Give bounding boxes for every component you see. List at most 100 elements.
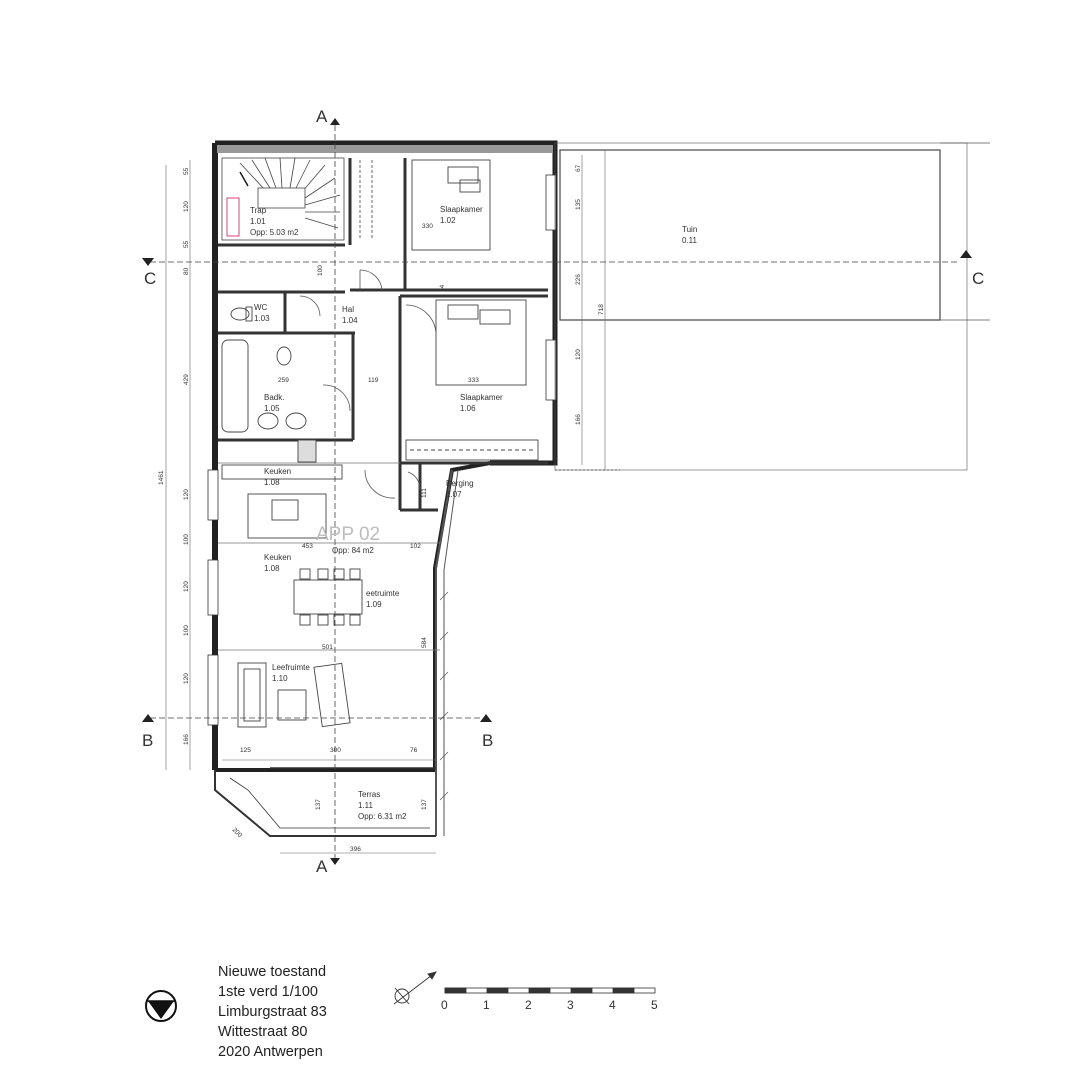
dim-misc: 501 [322,644,333,651]
scale-tick: 2 [525,998,532,1012]
unit-name: APP 02 [316,524,380,545]
room-id: 1.10 [272,674,288,683]
unit-area: Opp: 84 m2 [332,546,374,555]
section-b-left: B [142,731,153,750]
dim-left: 166 [183,734,190,745]
dim-bottom: 76 [410,747,418,754]
dim-left: 120 [183,673,190,684]
room-id: 1.07 [446,490,462,499]
dim-bottom: 125 [240,747,251,754]
room-name: Keuken [264,553,291,562]
section-c-right: C [972,269,984,288]
scale-tick: 3 [567,998,574,1012]
dim-tuin: 226 [575,274,582,285]
dim-left: 80 [183,267,190,275]
room-name: Trap [250,206,267,215]
dim-misc: 100 [317,265,324,276]
room-id: 1.09 [366,600,382,609]
section-lines [150,125,960,860]
dim-total-left: 1461 [158,470,165,485]
wc-fixture [230,306,253,322]
room-name: Berging [446,479,474,488]
dim-bottom: 300 [330,747,341,754]
interior-walls [218,158,548,512]
room-id: 1.08 [264,564,280,573]
room-name: Terras [358,790,380,799]
dining-table [293,568,363,626]
section-c-left: C [144,269,156,288]
dim-misc: 259 [278,377,289,384]
room-area: Opp: 5.03 m2 [250,228,299,237]
bathroom-fixtures [221,339,317,463]
dim-left: 100 [183,534,190,545]
dim-tuin: 135 [575,199,582,210]
dim-misc: 584 [421,637,428,648]
room-id: 1.11 [358,801,374,810]
dim-left: 100 [183,625,190,636]
legend-status: Nieuwe toestand [218,964,327,980]
room-id: 1.01 [250,217,266,226]
room-id: 1.04 [342,316,358,325]
windows [207,174,557,726]
scale-bar [444,987,656,994]
section-arrows [142,118,972,865]
dim-left: 120 [183,201,190,212]
dim-terrace: 396 [350,846,361,853]
legend-address-2: Wittestraat 80 [218,1024,308,1040]
dim-tuin: 67 [575,164,582,172]
dim-misc: 111 [421,488,428,498]
room-dim: 330 [422,223,433,230]
room-labels: Trap 1.01 Opp: 5.03 m2 Slaapkamer 1.02 3… [250,205,698,821]
scale-tick: 0 [441,998,448,1012]
scale-ticks: 0 1 2 3 4 5 [441,998,658,1012]
dim-left: 429 [183,374,190,385]
dim-tuin: 166 [575,414,582,425]
scale-tick: 4 [609,998,616,1012]
room-id: 0.11 [682,236,698,245]
dim-terrace: 137 [421,799,428,810]
section-a-bottom: A [316,857,328,876]
legend-floor-scale: 1ste verd 1/100 [218,984,318,1000]
kitchen-fixtures [221,464,343,539]
dim-tuin: 120 [575,349,582,360]
staircase [221,157,373,241]
room-name: WC [254,303,268,312]
room-id: 1.02 [440,216,456,225]
section-b-right: B [482,731,493,750]
dim-left: 55 [183,167,190,175]
dim-misc: 14 [439,284,446,292]
room-name: Badk. [264,393,284,402]
scale-tick: 5 [651,998,658,1012]
room-id: 1.06 [460,404,476,413]
scale-tick: 1 [483,998,490,1012]
room-id: 1.05 [264,404,280,413]
hatched-wall [435,469,459,836]
dim-misc: 453 [302,543,313,550]
dim-misc: 119 [368,377,379,384]
dim-left: 55 [183,240,190,248]
terrace [214,767,436,837]
room-dividers [218,462,440,651]
bed-1-06 [405,299,539,461]
dim-tuin-total: 718 [598,304,605,315]
dimension-texts: 55 120 55 80 429 120 100 120 100 120 166… [158,164,605,853]
room-id: 1.03 [254,314,270,323]
room-name: Slaapkamer [440,205,483,214]
dim-terrace: 137 [315,799,322,810]
bed-1-02 [411,159,491,251]
dim-misc: 200 [231,826,244,839]
dim-left: 120 [183,489,190,500]
room-name: Leefruimte [272,663,310,672]
room-name: Hal [342,305,354,314]
room-name: Slaapkamer [460,393,503,402]
legend: Nieuwe toestand 1ste verd 1/100 Limburgs… [218,962,327,1062]
room-name: Keuken [264,467,291,476]
room-area: Opp: 6.31 m2 [358,812,407,821]
dim-misc: 333 [468,377,479,384]
legend-symbol-icon [145,990,177,1022]
section-a-top: A [316,107,328,126]
legend-city: 2020 Antwerpen [218,1044,323,1060]
living-furniture [237,662,351,728]
north-arrow-icon [393,971,437,1005]
